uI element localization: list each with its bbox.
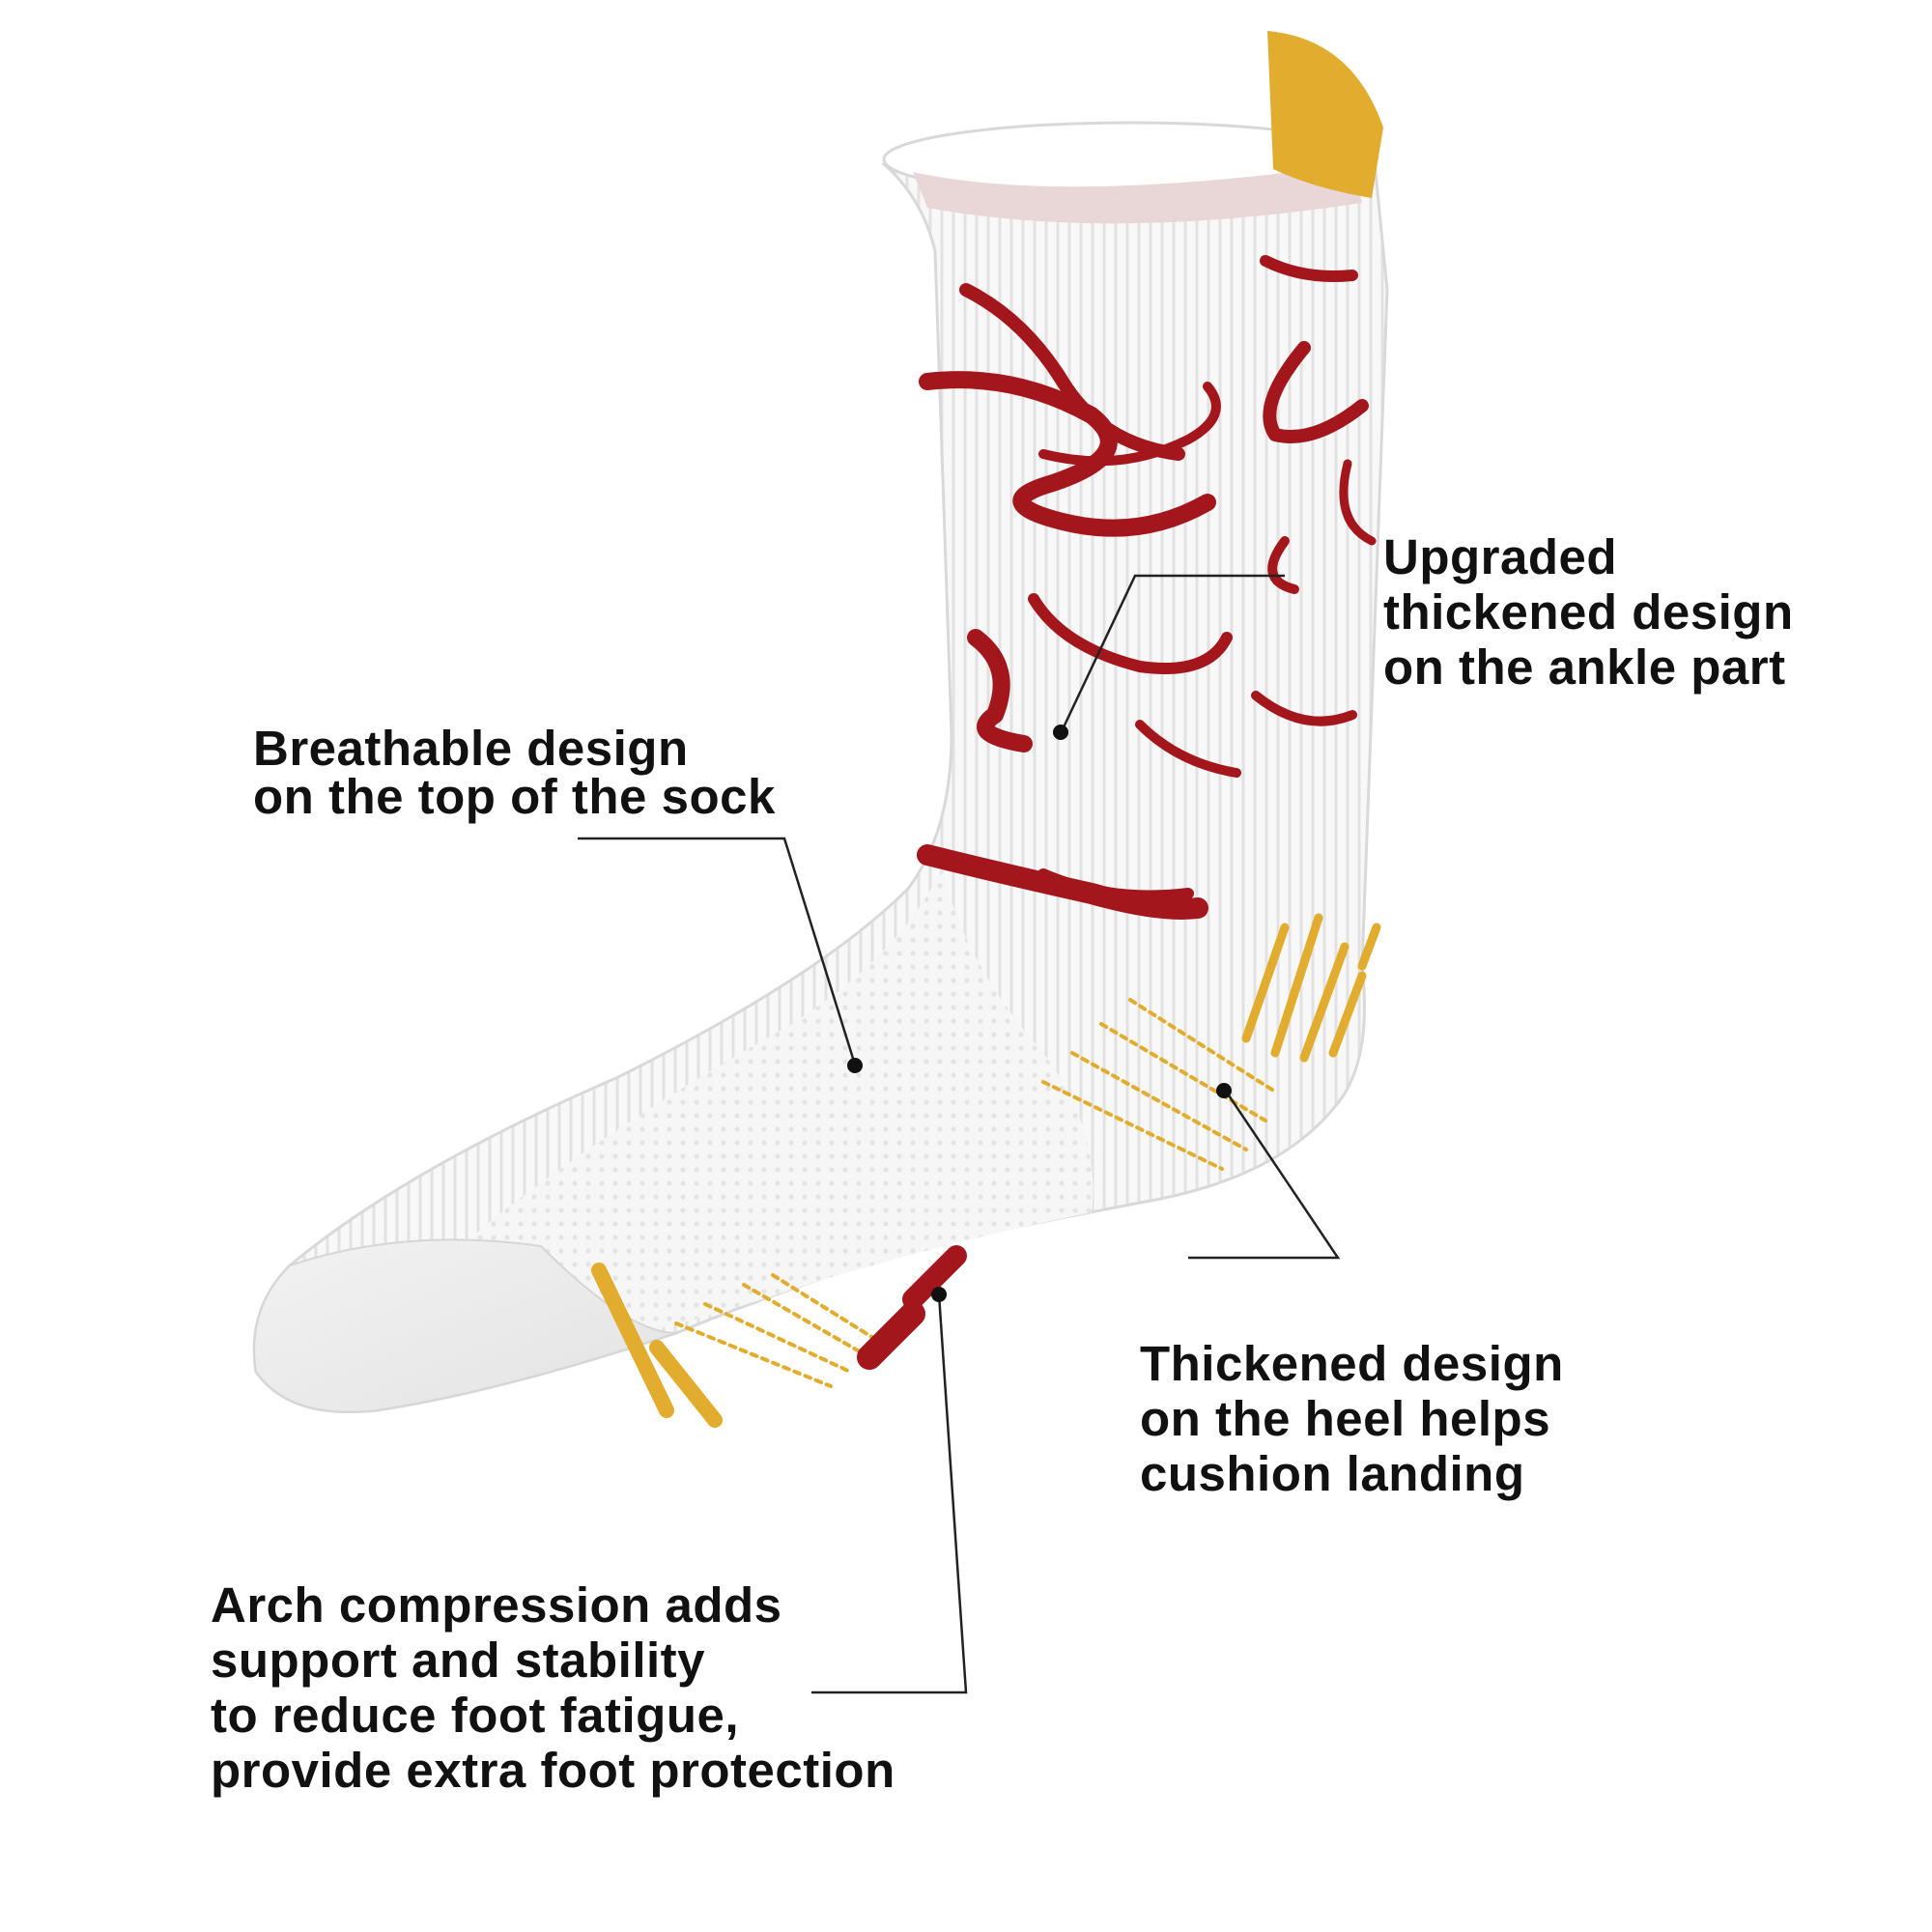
- annotation-arch-line: provide extra foot protection: [211, 1743, 895, 1798]
- annotation-top: Breathable design on the top of the sock: [253, 724, 776, 821]
- annotation-ankle-line: on the ankle part: [1383, 639, 1786, 695]
- dot-heel: [1216, 1083, 1232, 1098]
- annotation-top-line: on the top of the sock: [253, 769, 776, 824]
- annotation-ankle-line: thickened design: [1383, 584, 1794, 639]
- annotation-heel-line: on the heel helps: [1140, 1391, 1551, 1446]
- leader-dots: [847, 724, 1232, 1302]
- dot-arch: [931, 1287, 947, 1302]
- red-swirl-pattern: [917, 255, 1377, 920]
- annotation-arch-line: support and stability: [211, 1633, 706, 1688]
- cuff-inner: [913, 164, 1362, 224]
- annotation-ankle: Upgraded thickened design on the ankle p…: [1383, 529, 1794, 695]
- annotation-arch-line: Arch compression adds: [211, 1577, 782, 1633]
- gold-heel-stripes: [1241, 913, 1381, 1063]
- annotation-top-line: Breathable design: [253, 721, 689, 776]
- dot-top: [847, 1058, 863, 1073]
- leader-ankle: [1061, 574, 1285, 730]
- leader-top: [578, 837, 857, 1065]
- leader-arch: [811, 1293, 968, 1694]
- annotation-heel-line: cushion landing: [1140, 1446, 1525, 1501]
- annotation-heel-line: Thickened design: [1140, 1336, 1564, 1391]
- annotation-arch: Arch compression adds support and stabil…: [211, 1577, 895, 1798]
- annotation-heel: Thickened design on the heel helps cushi…: [1140, 1336, 1564, 1501]
- gold-dash-lines: [1041, 998, 1277, 1171]
- breathable-mesh-area: [453, 869, 1094, 1352]
- dot-ankle: [1053, 724, 1068, 740]
- annotation-ankle-line: Upgraded: [1383, 529, 1618, 584]
- annotation-arch-line: to reduce foot fatigue,: [211, 1688, 739, 1743]
- inner-gold-tab: [1267, 31, 1383, 198]
- leader-heel: [1188, 1089, 1341, 1260]
- leader-lines: [578, 574, 1341, 1694]
- toe-cap: [253, 1238, 677, 1413]
- forefoot-stripes: [591, 1245, 967, 1428]
